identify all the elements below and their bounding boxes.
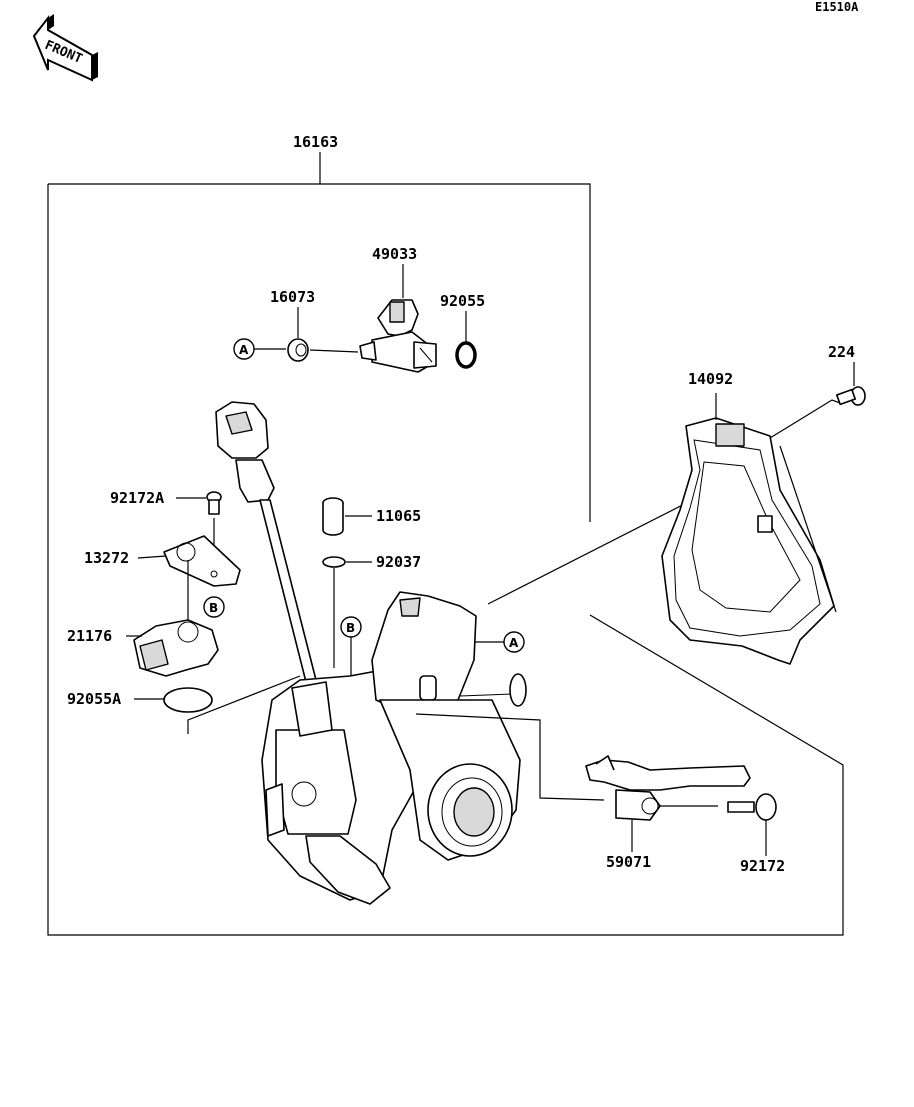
label-49033: 49033 — [372, 245, 417, 263]
label-92055a: 92055A — [67, 690, 121, 708]
screw-224 — [835, 386, 866, 406]
ref-b-circle-right: B — [340, 616, 362, 638]
plate-13272 — [163, 535, 241, 587]
front-arrow-icon: FRONT — [32, 14, 98, 82]
screw-92172 — [727, 793, 777, 821]
label-92055: 92055 — [440, 292, 485, 310]
label-21176: 21176 — [67, 627, 112, 645]
o-ring-92055a — [163, 687, 213, 713]
ref-a-circle-left: A — [233, 338, 255, 360]
label-224: 224 — [828, 343, 855, 361]
bracket-59071 — [585, 755, 751, 821]
svg-text:A: A — [509, 636, 519, 650]
diagram-code: E1510A — [815, 0, 859, 14]
ref-b-circle-left: B — [203, 596, 225, 618]
o-ring-92055 — [455, 341, 477, 369]
label-92172a: 92172A — [110, 489, 164, 507]
wire-harness — [215, 401, 317, 683]
injector-seal — [287, 338, 309, 362]
svg-text:A: A — [239, 343, 249, 357]
svg-text:B: B — [209, 601, 218, 615]
svg-text:B: B — [346, 621, 355, 635]
cap-11065 — [322, 497, 344, 536]
cover-14092 — [661, 417, 835, 665]
label-13272: 13272 — [84, 549, 129, 567]
label-14092: 14092 — [688, 370, 733, 388]
o-ring-92037 — [322, 556, 346, 568]
assembly-frame — [47, 152, 844, 936]
screw-92172a — [206, 491, 222, 515]
label-16163: 16163 — [293, 133, 338, 151]
throttle-body — [261, 591, 527, 905]
ref-a-circle-right: A — [503, 631, 525, 653]
injector — [359, 299, 437, 373]
label-59071: 59071 — [606, 853, 651, 871]
label-11065: 11065 — [376, 507, 421, 525]
label-92172: 92172 — [740, 857, 785, 875]
sensor-21176 — [133, 619, 219, 677]
label-16073: 16073 — [270, 288, 315, 306]
label-92037: 92037 — [376, 553, 421, 571]
